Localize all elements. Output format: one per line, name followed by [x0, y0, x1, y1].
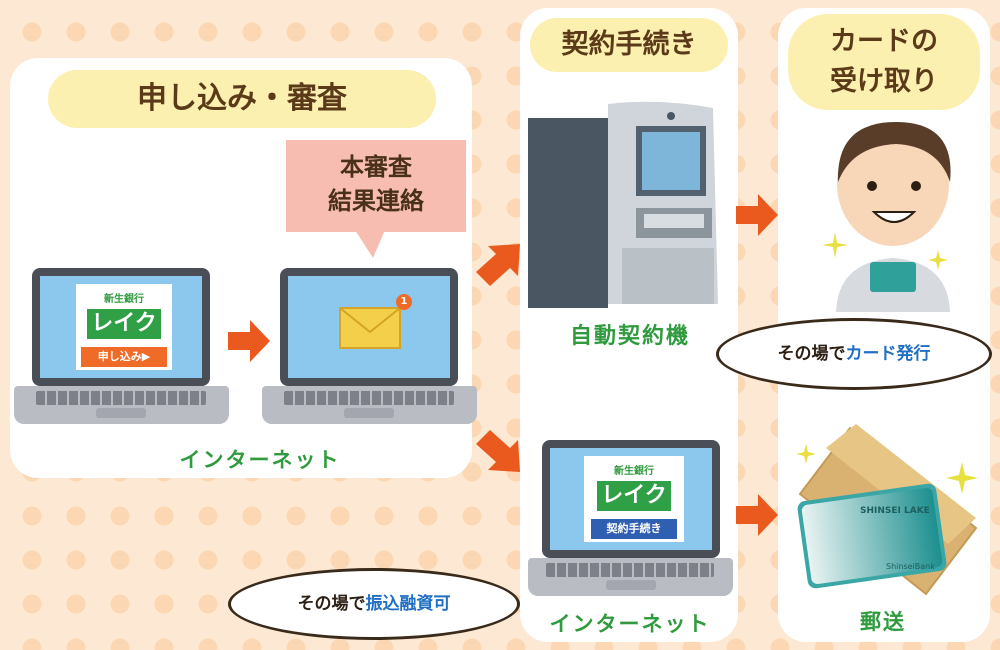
card-print: SHINSEI LAKE — [860, 506, 930, 516]
sparkle-icon — [822, 232, 848, 258]
arrow-right-icon-2 — [736, 194, 778, 236]
transfer-bubble: その場で振込融資可 — [228, 568, 520, 640]
card-title-line1: カードの — [830, 26, 938, 57]
apply-title: 申し込み・審査 — [48, 70, 436, 128]
sparkle-icon-2 — [928, 250, 948, 270]
arrow-right-icon-3 — [736, 494, 778, 536]
lake-logo-contract: レイク — [597, 481, 671, 511]
card-title-line2: 受け取り — [830, 66, 938, 97]
transfer-prefix: その場で — [297, 594, 366, 614]
notice-line2: 結果連絡 — [328, 187, 424, 215]
bank-name: 新生銀行 — [104, 294, 144, 305]
contract-button[interactable]: 契約手続き — [591, 519, 677, 539]
mailed-card-illustration — [796, 424, 978, 596]
mail-label: 郵送 — [860, 610, 906, 634]
arrow-right-icon — [228, 320, 270, 362]
mail-icon — [339, 307, 401, 349]
notification-badge: 1 — [396, 294, 412, 310]
internet-label-left: インターネット — [179, 448, 341, 472]
card-issue-bubble: その場でカード発行 — [716, 318, 992, 390]
card-title: カードの 受け取り — [788, 14, 980, 110]
lake-logo: レイク — [87, 309, 161, 339]
card-issue-highlight: カード発行 — [845, 344, 931, 364]
lake-panel-contract: 新生銀行 レイク 契約手続き — [584, 456, 684, 542]
notice-pointer — [355, 230, 385, 258]
lake-panel: 新生銀行 レイク 申し込み▶ — [76, 284, 172, 370]
result-notice: 本審査 結果連絡 — [286, 140, 466, 232]
customer-illustration — [836, 122, 951, 312]
card-issue-prefix: その場で — [777, 344, 846, 364]
laptop-contract: 新生銀行 レイク 契約手続き — [528, 440, 733, 600]
laptop-notice: 1 — [262, 268, 477, 428]
contract-machine — [528, 101, 718, 308]
internet-label-right: インターネット — [549, 612, 711, 636]
apply-button[interactable]: 申し込み▶ — [81, 347, 167, 367]
transfer-highlight: 振込融資可 — [365, 594, 451, 614]
arrow-down-right-icon — [476, 430, 520, 472]
arrow-up-right-icon — [476, 244, 520, 286]
bank-name-contract: 新生銀行 — [614, 466, 654, 477]
machine-label: 自動契約機 — [569, 324, 690, 349]
contract-title: 契約手続き — [530, 18, 728, 72]
notice-line1: 本審査 — [340, 153, 412, 181]
laptop-apply: 新生銀行 レイク 申し込み▶ — [14, 268, 229, 428]
card-bank-print: ShinseiBank — [886, 562, 935, 571]
